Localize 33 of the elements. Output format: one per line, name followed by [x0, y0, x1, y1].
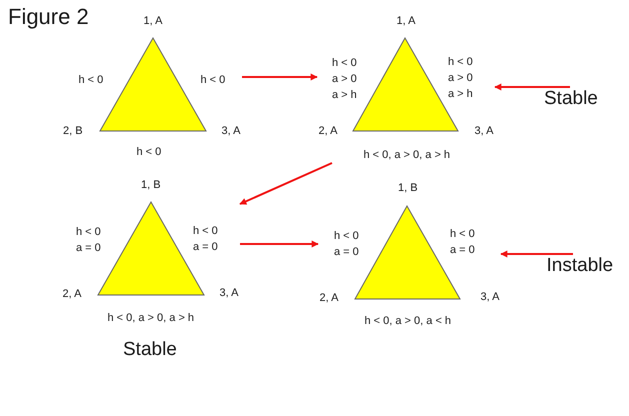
- vertex-label: 1, A: [144, 14, 162, 28]
- vertex-label: 1, B: [398, 182, 418, 194]
- base-label: h < 0, a > 0, a > h: [108, 312, 194, 324]
- side-label: h < 0: [78, 74, 104, 86]
- side-label: h < 0 a = 0: [334, 229, 360, 260]
- vertex-label: 3, A: [480, 290, 500, 304]
- base-label: h < 0, a > 0, a > h: [364, 148, 450, 162]
- side-label: h < 0 a > 0 a > h: [332, 56, 358, 103]
- state-label: Stable: [544, 88, 598, 109]
- base-label: h < 0: [136, 146, 162, 158]
- vertex-label: 3, A: [220, 286, 238, 300]
- figure-title: Figure 2: [8, 5, 89, 29]
- base-label: h < 0, a > 0, a < h: [364, 314, 452, 328]
- state-caption: Stable: [123, 338, 177, 360]
- arrow: [242, 74, 318, 80]
- arrow: [494, 84, 570, 90]
- side-label: h < 0 a = 0: [193, 224, 219, 255]
- vertex-label: 1, B: [141, 178, 161, 192]
- vertex-label: 2, A: [62, 288, 82, 300]
- arrow: [240, 240, 319, 248]
- state-label: Instable: [546, 255, 614, 276]
- side-label: h < 0 a = 0: [450, 227, 476, 258]
- vertex-label: 2, A: [318, 124, 338, 138]
- arrow: [239, 162, 332, 205]
- vertex-label: 2, A: [320, 292, 338, 304]
- arrow: [500, 250, 573, 258]
- vertex-label: 3, A: [222, 124, 240, 138]
- side-label: h < 0 a > 0 a > h: [448, 55, 474, 102]
- vertex-label: 1, A: [396, 14, 416, 28]
- side-label: h < 0 a = 0: [76, 225, 102, 256]
- vertex-label: 3, A: [474, 124, 494, 138]
- side-label: h < 0: [200, 74, 226, 86]
- vertex-label: 2, B: [63, 124, 83, 138]
